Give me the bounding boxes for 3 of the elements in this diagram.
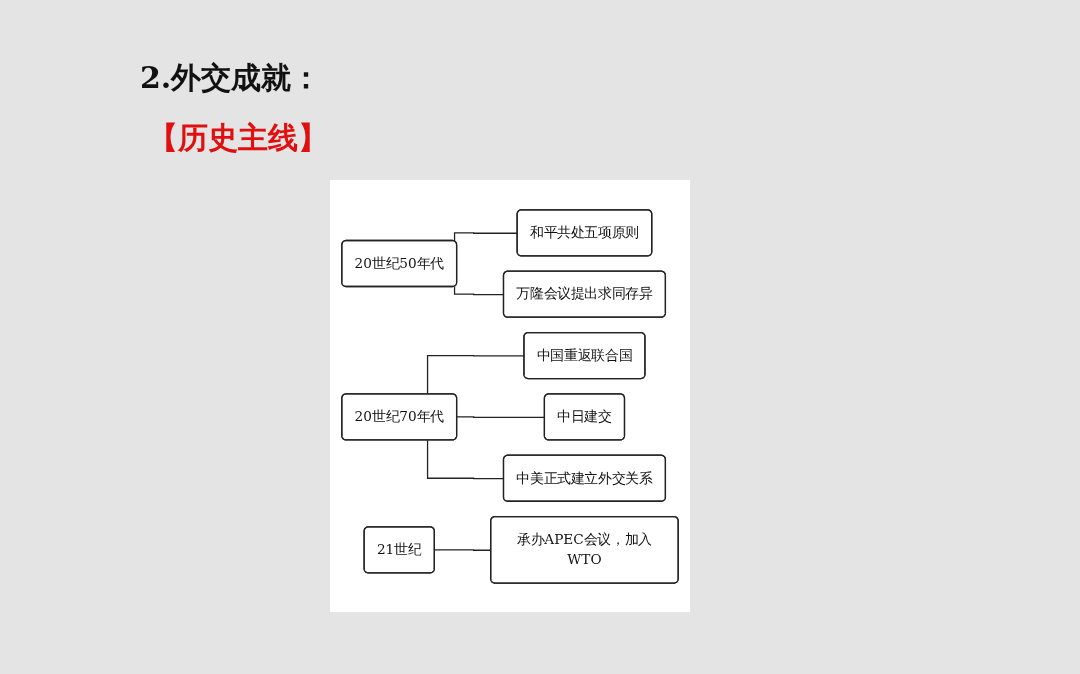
section-heading: 【历史主线】 <box>148 119 328 157</box>
diagram-panel: 20世纪50年代 和平共处五项原则 万隆会议提出求同存异 20世纪70年代 中国重返联合国 中日建交 中美正式建立外交关系 21世纪 承办APEC会议，加入WTO <box>330 180 690 612</box>
slide-title: 2.外交成就： <box>140 59 322 97</box>
